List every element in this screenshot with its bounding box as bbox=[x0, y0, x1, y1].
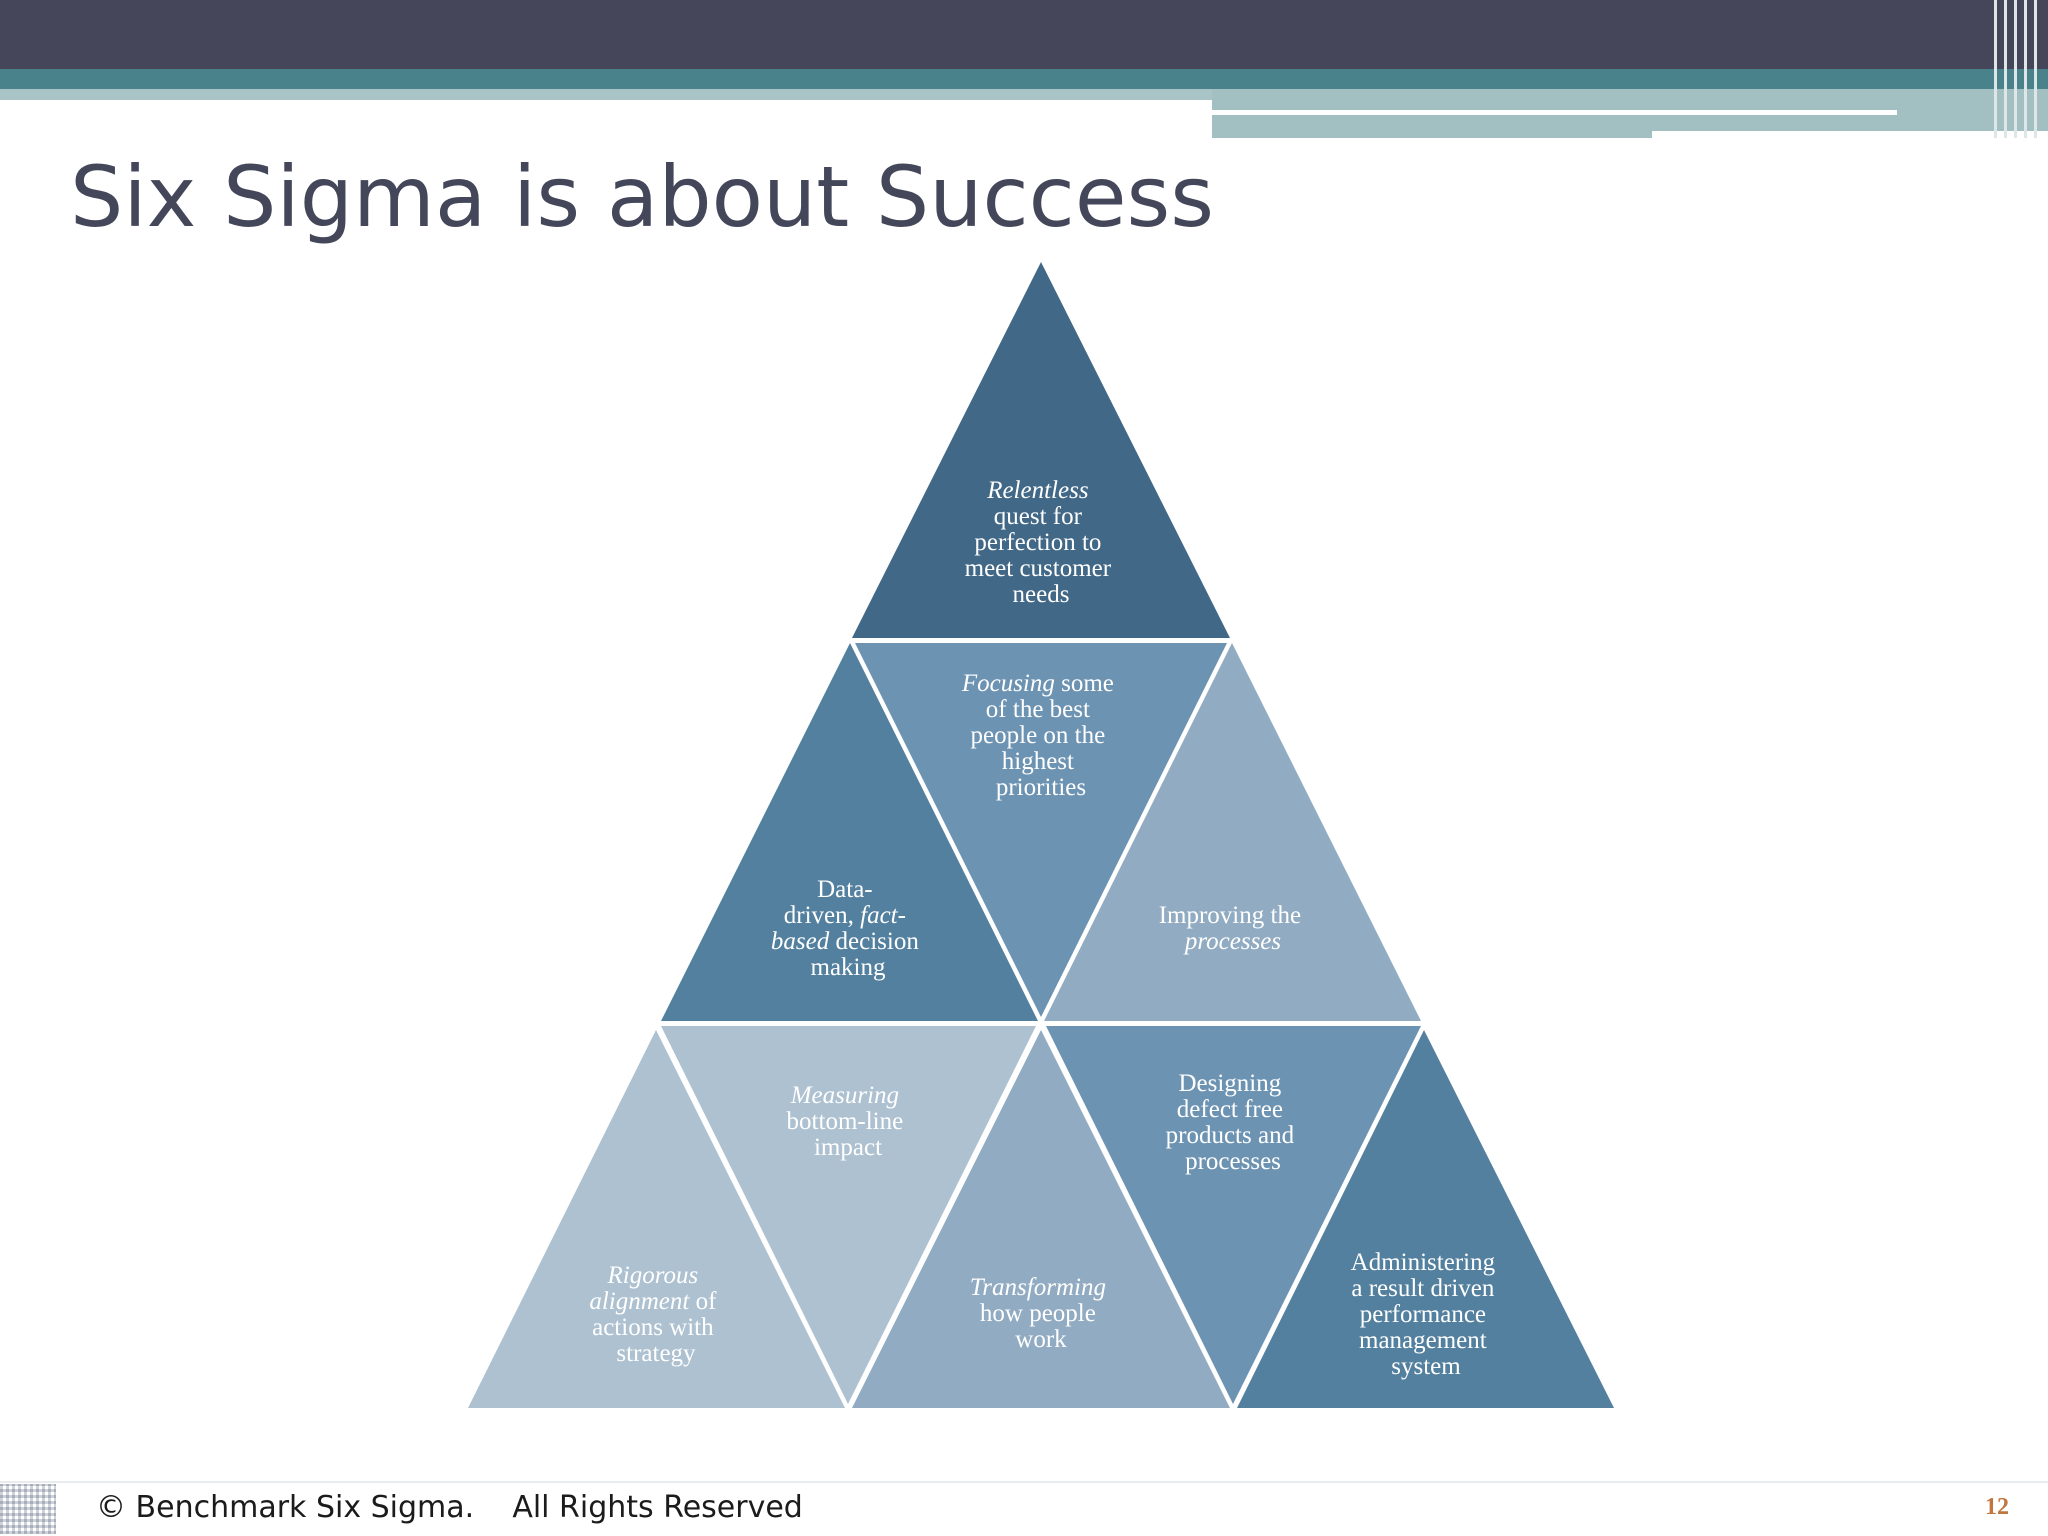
pyramid-text-line: Measuring bbox=[790, 1082, 899, 1109]
pyramid-triangle bbox=[1237, 1030, 1614, 1408]
pyramid-text-line: processes bbox=[1185, 1148, 1281, 1175]
pyramid-text-line: a result driven bbox=[1351, 1275, 1495, 1302]
pyramid-text-line: strategy bbox=[616, 1340, 696, 1367]
pyramid-text-line: products and bbox=[1166, 1122, 1295, 1149]
pyramid-text-line: processes bbox=[1183, 928, 1281, 955]
pyramid-text-line: Transforming bbox=[970, 1274, 1106, 1301]
pyramid-text-line: performance bbox=[1360, 1301, 1486, 1328]
page-number: 12 bbox=[1985, 1494, 2009, 1520]
svg-text:Improving the processes: Improving the processes bbox=[1159, 902, 1308, 955]
footer-divider bbox=[0, 1481, 2048, 1483]
pyramid-triangle bbox=[1044, 643, 1421, 1021]
pyramid-triangle bbox=[661, 643, 1038, 1021]
slide-title: Six Sigma is about Success bbox=[70, 148, 1215, 246]
pyramid-text-line: quest for bbox=[994, 503, 1083, 530]
pyramid-triangle-top bbox=[852, 262, 1230, 638]
pyramid-text-line: making bbox=[811, 954, 886, 981]
pyramid-text-line: Rigorous bbox=[607, 1262, 699, 1289]
header-band bbox=[0, 0, 2048, 69]
pyramid-text-line: of the best bbox=[986, 696, 1090, 723]
pyramid-text-line: system bbox=[1391, 1353, 1461, 1380]
header-corner-stripes bbox=[1988, 0, 2048, 138]
pyramid-text-line: priorities bbox=[996, 774, 1086, 801]
svg-text:Rigorous alignment of: Rigorous alignment of actions with strat… bbox=[589, 1262, 722, 1367]
svg-text:Administering a result dri: Administering a result driven performanc… bbox=[1351, 1249, 1502, 1380]
pyramid-text-line: bottom-line bbox=[787, 1108, 904, 1135]
pyramid-triangle bbox=[468, 1030, 845, 1408]
pyramid-triangle bbox=[855, 643, 1227, 1017]
svg-text:Data- driven, fact- ba: Data- driven, fact- based decision makin… bbox=[771, 876, 925, 981]
pyramid-text-line: people on the bbox=[971, 722, 1106, 749]
pyramid-text-line: work bbox=[1015, 1326, 1067, 1353]
pyramid-text-line: impact bbox=[814, 1134, 882, 1161]
pyramid-text-line: defect free bbox=[1177, 1096, 1283, 1123]
pyramid-text-line: Relentless bbox=[986, 477, 1088, 504]
svg-text:Relentless quest for p: Relentless quest for perfection to meet … bbox=[965, 477, 1118, 608]
pyramid-triangle bbox=[661, 1026, 1036, 1404]
svg-text:Transforming how people: Transforming how people work bbox=[970, 1274, 1112, 1353]
footer-logo-icon bbox=[0, 1484, 56, 1534]
pyramid-text-line: Focusing some bbox=[961, 670, 1114, 697]
pyramid-text-line: Improving the bbox=[1159, 902, 1301, 929]
pyramid-text-line: Administering bbox=[1351, 1249, 1496, 1276]
pyramid-text-line: needs bbox=[1013, 581, 1070, 608]
header-accent-line bbox=[1212, 110, 1897, 115]
pyramid-text-line: perfection to bbox=[974, 529, 1101, 556]
pyramid-text-line: Data- bbox=[817, 876, 873, 903]
pyramid-text-line: alignment of bbox=[589, 1288, 717, 1315]
pyramid-text-line: Designing bbox=[1178, 1070, 1281, 1097]
pyramid-text-line: how people bbox=[980, 1300, 1096, 1327]
pyramid-text-line: driven, fact- bbox=[784, 902, 906, 929]
svg-text:Designing defect free: Designing defect free products and proce… bbox=[1166, 1070, 1301, 1175]
footer-copyright: © Benchmark Six Sigma. All Rights Reserv… bbox=[96, 1490, 803, 1525]
header-light-band bbox=[0, 89, 1212, 100]
pyramid-text-line: based decision bbox=[771, 928, 919, 955]
header-teal-band bbox=[0, 69, 2048, 89]
pyramid-text-line: meet customer bbox=[965, 555, 1112, 582]
pyramid-triangle bbox=[1046, 1026, 1421, 1404]
pyramid-triangle bbox=[852, 1030, 1230, 1408]
svg-text:Measuring bottom-line: Measuring bottom-line impact bbox=[787, 1082, 910, 1161]
header-accent-line bbox=[1652, 131, 2048, 139]
pyramid-text-line: highest bbox=[1002, 748, 1074, 775]
svg-text:Focusing some of the best: Focusing some of the best people on the … bbox=[961, 670, 1120, 801]
pyramid-text-line: actions with bbox=[592, 1314, 714, 1341]
pyramid-text-line: management bbox=[1359, 1327, 1487, 1354]
